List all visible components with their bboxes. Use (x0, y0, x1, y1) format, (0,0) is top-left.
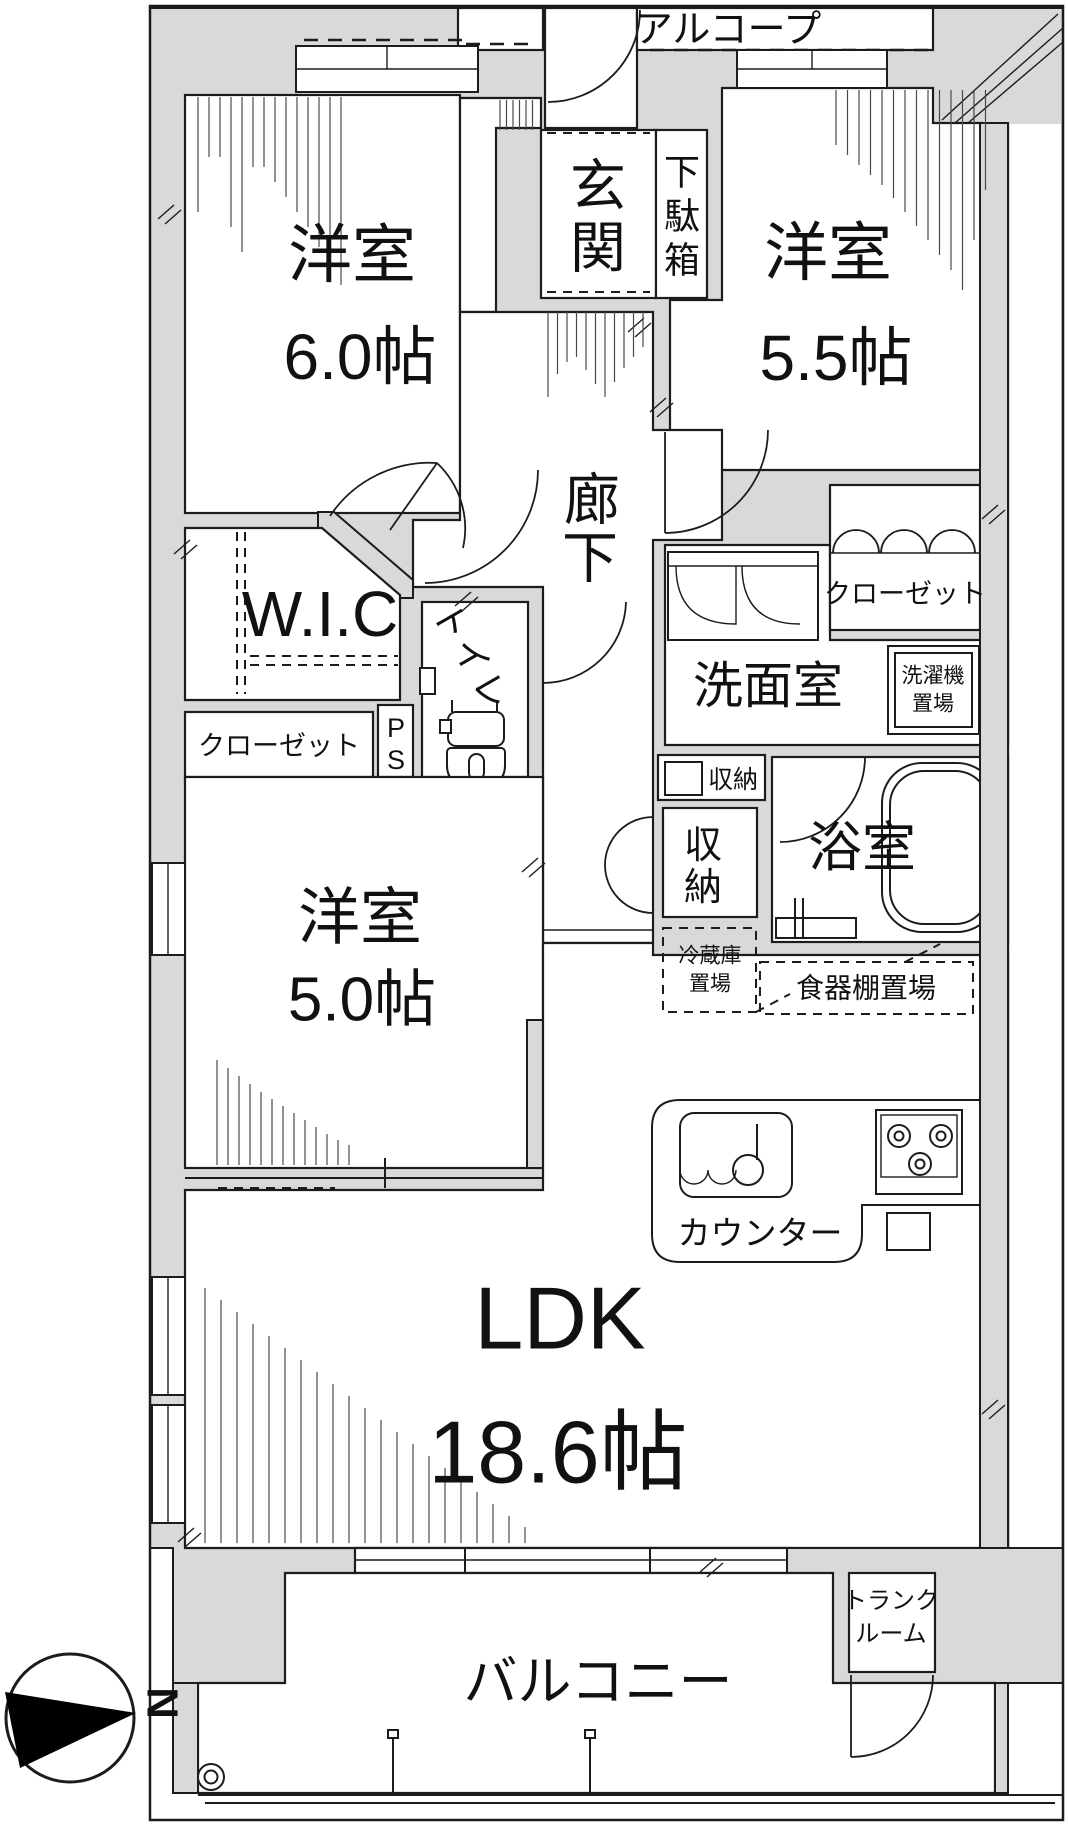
entrance-hall (539, 128, 709, 300)
storage-small-label: 収納 (708, 766, 758, 794)
corridor-area (317, 96, 769, 1024)
kitchen-sink-icon (679, 1112, 793, 1198)
cupboard-area-box (759, 961, 974, 1015)
storage-tall-label-1: 収 (684, 825, 722, 867)
entrance-label-2: 関 (570, 217, 626, 280)
trunk-room-label-2: ルーム (855, 1621, 926, 1648)
balcony-label: バルコニー (464, 1652, 733, 1712)
bedroom5-label: 洋室 (298, 884, 422, 953)
entrance-label-1: 玄 (570, 155, 626, 218)
wall-hatch-ticks (157, 204, 1006, 1578)
plan-border (148, 4, 1065, 1822)
balcony-left-wall (172, 1682, 199, 1794)
bedroom6-size: 6.0帖 (284, 321, 437, 393)
shoe-cabinet-box (654, 128, 709, 300)
shaft-box (886, 1212, 931, 1251)
entrance-door-arc (547, 9, 641, 103)
bathroom-label: 浴室 (808, 818, 916, 878)
toilet-door-arc (542, 601, 627, 684)
bath-counter (775, 917, 857, 939)
corner-stripes (941, 13, 1064, 124)
wic-door-leaf2 (436, 462, 466, 549)
cupboard-label: 食器棚置場 (796, 973, 936, 1004)
wall-stub (526, 1019, 544, 1169)
closet-right-label: クローゼット (824, 579, 986, 609)
labels: アルコープ 洋室 6.0帖 洋室 5.5帖 玄 関 下 駄 箱 廊 下 W.I.… (198, 9, 986, 1712)
bedroom55-size: 5.5帖 (760, 322, 913, 394)
trunk-room-label-1: トランク (843, 1588, 939, 1615)
hall-door-arc (424, 469, 539, 584)
ps-label-1: P (387, 713, 405, 743)
washroom-door-arc (664, 429, 769, 534)
shoe-cabinet-label-1: 下 (664, 152, 700, 193)
washer-label-2: 置場 (912, 693, 954, 716)
stove-icon (875, 1109, 963, 1195)
trunk-door-arc (850, 1674, 934, 1758)
ldk-size: 18.6帖 (428, 1403, 687, 1502)
washbasin-icon (667, 551, 819, 641)
room-toilet (419, 600, 627, 791)
counter-label: カウンター (678, 1215, 843, 1252)
closet-right (828, 483, 982, 632)
bath-door-arc (779, 756, 866, 843)
corridor-label-1: 廊 (564, 469, 620, 532)
alcove-label: アルコープ (635, 9, 822, 51)
balcony-area (172, 1546, 1064, 1804)
pipe-space-box (376, 703, 415, 779)
room-ldk (183, 927, 1010, 1550)
washer-label-1: 洗濯機 (902, 665, 965, 688)
storage-tall-label-2: 納 (684, 867, 722, 909)
wic-label: W.I.C (242, 578, 398, 650)
alcove-area (456, 6, 935, 130)
refrigerator-label-2: 置場 (689, 973, 731, 996)
washer-area-box (887, 645, 980, 735)
bedroom5-size: 5.0帖 (288, 966, 436, 1035)
window-hatch-lines (197, 90, 987, 1543)
shoe-cabinet-label-3: 箱 (664, 240, 700, 281)
storage-small (656, 753, 767, 802)
drain-icon (197, 1763, 225, 1791)
corridor-label-2: 下 (562, 527, 618, 590)
ldk-label: LDK (474, 1269, 645, 1368)
right-wall-column (979, 122, 1009, 1549)
ps-label-2: S (387, 745, 405, 775)
entrance-door-opening (543, 6, 639, 130)
kitchen-counter (651, 1099, 986, 1263)
refrigerator-label-1: 冷蔵庫 (679, 945, 742, 968)
trunk-room (847, 1571, 937, 1758)
room-bedroom-5 (183, 775, 545, 1189)
refrigerator-area-box (662, 927, 757, 1013)
bedroom55-label: 洋室 (764, 217, 892, 289)
balcony-right-wall (994, 1682, 1009, 1794)
washroom-label: 洗面室 (693, 658, 843, 714)
room-wic (183, 526, 402, 702)
paper-holder-icon (419, 667, 436, 695)
shoe-cabinet-label-2: 駄 (664, 196, 700, 237)
wic-door-leaf1 (329, 461, 438, 517)
bedroom6-label: 洋室 (288, 219, 416, 291)
storage-tall (604, 806, 759, 919)
right-margin (1010, 124, 1061, 1547)
room-bedroom-55 (668, 49, 984, 472)
closet-left-label: クローゼット (198, 731, 360, 761)
left-windows (151, 862, 186, 1524)
compass-north-icon: N (4, 1652, 187, 1784)
compass-n-label: N (138, 1687, 187, 1719)
